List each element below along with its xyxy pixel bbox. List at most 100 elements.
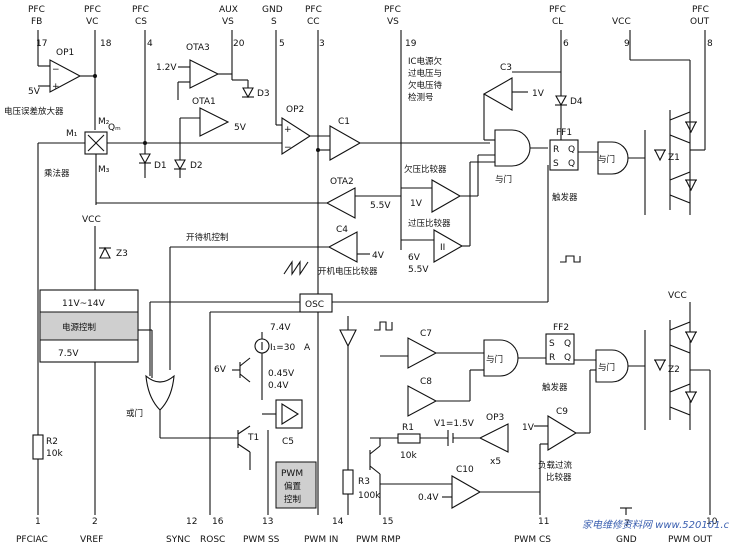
svg-text:OP3: OP3 [486, 413, 504, 423]
svg-text:10k: 10k [46, 449, 63, 459]
svg-text:A: A [304, 343, 311, 353]
voltage-source-v1: V1=1.5V [434, 419, 480, 446]
svg-text:VS: VS [222, 17, 234, 27]
startup-voltage-label: 开机电压比较器 [318, 266, 378, 277]
svg-text:7: 7 [624, 519, 630, 529]
svg-text:偏置: 偏置 [284, 481, 302, 492]
pulse-icon-2 [374, 321, 393, 331]
svg-text:R2: R2 [46, 437, 58, 447]
svg-text:19: 19 [405, 39, 417, 49]
svg-text:17: 17 [36, 39, 47, 49]
svg-text:PFC: PFC [692, 5, 709, 15]
or-gate: 或门 [126, 374, 238, 439]
svg-text:1: 1 [35, 517, 41, 527]
comparator-c5: C5 [262, 399, 303, 447]
svg-text:电源控制: 电源控制 [62, 322, 96, 333]
svg-text:比较器: 比较器 [546, 472, 572, 483]
flip-flop-ff1: FF1 R Q S Q 触发器 [549, 128, 598, 203]
svg-text:OUT: OUT [690, 17, 710, 27]
svg-text:x5: x5 [490, 457, 501, 467]
svg-text:R3: R3 [358, 477, 370, 487]
svg-text:M₂: M₂ [98, 117, 110, 127]
svg-text:PWM IN: PWM IN [304, 535, 338, 545]
svg-text:100k: 100k [358, 491, 381, 501]
svg-text:与门: 与门 [495, 174, 512, 185]
comparator-c7: C7 [380, 329, 484, 369]
comparator-c3: C3 1V [482, 63, 561, 141]
diode-d2: D2 [174, 159, 203, 178]
svg-text:与门: 与门 [486, 354, 503, 365]
svg-text:C9: C9 [556, 407, 568, 417]
svg-text:VC: VC [86, 17, 98, 27]
pin-9: VCC 9 [612, 17, 631, 49]
svg-text:16: 16 [212, 517, 224, 527]
svg-text:6V: 6V [408, 253, 421, 263]
svg-text:Q: Q [564, 353, 571, 363]
svg-text:Z2: Z2 [668, 365, 680, 375]
svg-text:PFC: PFC [305, 5, 322, 15]
svg-text:CS: CS [135, 17, 147, 27]
svg-text:PWM: PWM [281, 469, 303, 479]
svg-text:S: S [271, 17, 277, 27]
undervoltage-comparator: 欠压比较器 1V [401, 154, 495, 213]
svg-text:1V: 1V [410, 199, 423, 209]
pin-11: 11 PWM CS [514, 517, 551, 545]
svg-text:+: + [52, 82, 60, 92]
pin-19: PFC VS 19 [384, 5, 417, 49]
svg-text:PFC: PFC [28, 5, 45, 15]
svg-text:C4: C4 [336, 225, 348, 235]
pin-14: 14 PWM IN [304, 517, 344, 545]
svg-text:M₁: M₁ [66, 129, 78, 139]
svg-text:7.5V: 7.5V [58, 349, 79, 359]
multiplier-description: 乘法器 [44, 168, 70, 179]
ic-supply-annotation: IC电源欠 过电压与 欠电压待 检测号 [408, 56, 443, 103]
svg-text:R: R [553, 145, 559, 155]
and-gate-out2: 与门 [595, 349, 645, 383]
op1-description: 电压误差放大器 [4, 106, 64, 117]
svg-text:4: 4 [147, 39, 153, 49]
svg-text:FF1: FF1 [556, 128, 572, 138]
pin-3: PFC CC 3 [305, 5, 325, 49]
svg-text:6V: 6V [214, 365, 227, 375]
svg-text:1V: 1V [532, 89, 545, 99]
pin-18: PFC VC 18 [84, 5, 112, 49]
svg-text:D3: D3 [257, 89, 270, 99]
svg-text:PWM CS: PWM CS [514, 535, 551, 545]
op2-amplifier: OP2 + − [276, 105, 330, 156]
svg-text:Qₘ: Qₘ [108, 123, 121, 133]
pin-16: 16 ROSC [200, 517, 225, 545]
svg-text:II: II [440, 243, 445, 253]
svg-text:18: 18 [100, 39, 112, 49]
svg-text:PFC: PFC [384, 5, 401, 15]
svg-text:GND: GND [616, 535, 637, 545]
svg-text:−: − [284, 143, 292, 153]
svg-text:触发器: 触发器 [552, 192, 578, 203]
diode-d1: D1 [139, 153, 167, 178]
transistor-rmp [369, 438, 381, 515]
svg-text:过压比较器: 过压比较器 [408, 218, 451, 229]
svg-text:15: 15 [382, 517, 393, 527]
pin-5: GND S 5 [262, 5, 285, 49]
svg-text:1V: 1V [522, 423, 535, 433]
svg-text:与门: 与门 [598, 154, 615, 165]
watermark: 家电维修资料网 www.520101.com [582, 519, 729, 531]
svg-text:D1: D1 [154, 161, 167, 171]
pin-13: 13 PWM SS [243, 517, 280, 545]
diode-d3: D3 [232, 79, 270, 99]
ota2-amplifier: OTA2 5.5V [96, 177, 401, 219]
comparator-c8: C8 [407, 369, 484, 417]
svg-text:−: − [52, 65, 60, 75]
svg-text:CL: CL [552, 17, 563, 27]
svg-text:+: + [284, 125, 292, 135]
overcurrent-label: 负载过流 比较器 [538, 460, 573, 483]
sawtooth-icon [283, 260, 309, 276]
svg-text:C7: C7 [420, 329, 432, 339]
svg-text:Q: Q [568, 145, 575, 155]
svg-text:C8: C8 [420, 377, 432, 387]
svg-text:Q: Q [564, 339, 571, 349]
transistor-upper: 6V 0.45V 0.4V [214, 357, 295, 391]
and-gate-1: 与门 [494, 129, 548, 185]
svg-text:11: 11 [538, 517, 549, 527]
top-pin-wires [37, 30, 706, 440]
diode-d4: D4 [555, 95, 583, 107]
